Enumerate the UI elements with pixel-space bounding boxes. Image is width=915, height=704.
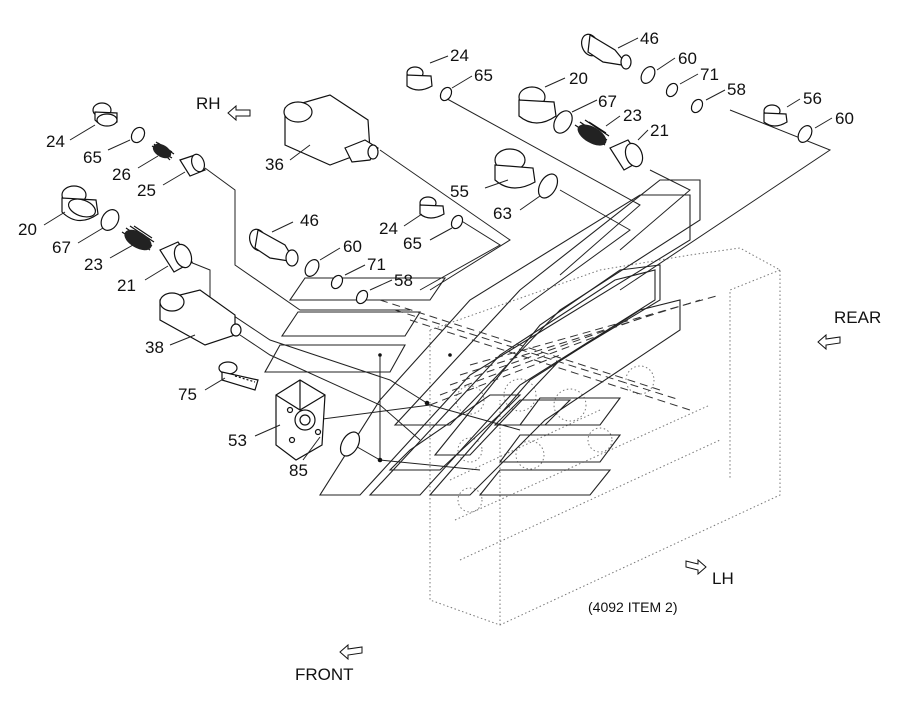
part-label-46: 46 <box>300 211 319 230</box>
direction-label-lh: LH <box>712 569 734 588</box>
part-label-60: 60 <box>835 109 854 128</box>
part-label-60: 60 <box>678 49 697 68</box>
plug-24-top <box>406 66 433 91</box>
direction-lh: LH <box>685 558 734 588</box>
o-ring-71-lower <box>330 274 344 290</box>
plug-56 <box>763 104 788 127</box>
part-number-labels: 24 65 26 25 20 67 23 21 38 75 53 85 36 4… <box>18 29 854 480</box>
part-label-24: 24 <box>46 132 65 151</box>
solenoid-46-lower <box>248 228 299 267</box>
plunger-21-left <box>159 241 193 273</box>
direction-rear: REAR <box>817 308 881 351</box>
plug-20-left <box>61 185 99 222</box>
solenoid-valve-38 <box>159 289 242 346</box>
plunger-21-right <box>609 139 644 171</box>
direction-label-rear: REAR <box>834 308 881 327</box>
direction-label-front: FRONT <box>295 665 354 684</box>
spring-23-right <box>574 119 610 146</box>
connection-leader-lines <box>189 94 832 471</box>
spring-23-left <box>121 225 155 251</box>
part-label-67: 67 <box>52 238 71 257</box>
part-label-55: 55 <box>450 182 469 201</box>
reference-note: (4092 ITEM 2) <box>588 599 677 615</box>
part-label-58: 58 <box>394 271 413 290</box>
part-label-71: 71 <box>700 65 719 84</box>
o-ring-60-lower <box>304 259 320 277</box>
solenoid-46-upper <box>580 33 632 70</box>
o-ring-60-right <box>797 125 813 143</box>
part-label-38: 38 <box>145 338 164 357</box>
part-label-67: 67 <box>598 92 617 111</box>
part-label-26: 26 <box>112 165 131 184</box>
part-label-85: 85 <box>289 461 308 480</box>
part-label-23: 23 <box>623 106 642 125</box>
o-ring-67-right <box>553 110 573 134</box>
arrow-icon <box>685 558 707 576</box>
part-label-23: 23 <box>84 255 103 274</box>
part-label-46: 46 <box>640 29 659 48</box>
o-ring-58-upper <box>690 98 704 114</box>
part-label-75: 75 <box>178 385 197 404</box>
o-ring-85 <box>339 431 361 457</box>
part-label-24: 24 <box>379 219 398 238</box>
part-label-65: 65 <box>83 148 102 167</box>
o-ring-58-lower <box>355 289 369 305</box>
o-ring-63 <box>537 173 559 199</box>
plug-20-right <box>518 86 557 124</box>
o-ring-65-left <box>130 126 146 144</box>
arrow-icon <box>817 333 841 351</box>
o-ring-60-upper <box>640 66 656 84</box>
bolt-75 <box>218 361 259 391</box>
spring-26 <box>151 141 175 161</box>
part-label-58: 58 <box>727 80 746 99</box>
o-ring-71-upper <box>665 82 679 98</box>
part-label-25: 25 <box>137 181 156 200</box>
part-label-20: 20 <box>18 220 37 239</box>
part-label-21: 21 <box>650 121 669 140</box>
hidden-passage-lines <box>379 294 721 411</box>
valve-body-housing <box>429 247 781 626</box>
plug-24-center <box>419 196 445 219</box>
part-label-71: 71 <box>367 255 386 274</box>
o-ring-65-center <box>450 214 464 230</box>
port-passages <box>264 179 701 496</box>
part-label-21: 21 <box>117 276 136 295</box>
arrow-icon <box>339 643 363 661</box>
part-label-60: 60 <box>343 237 362 256</box>
o-ring-65-top <box>439 86 453 102</box>
direction-front: FRONT <box>295 643 363 684</box>
plug-55 <box>494 148 536 189</box>
callout-leaders <box>43 37 833 461</box>
direction-label-rh: RH <box>196 94 221 113</box>
part-label-56: 56 <box>803 89 822 108</box>
part-label-36: 36 <box>265 155 284 174</box>
direction-rh: RH <box>196 94 251 122</box>
o-ring-67-left <box>100 209 120 231</box>
part-label-65: 65 <box>403 234 422 253</box>
part-label-65: 65 <box>474 66 493 85</box>
arrow-icon <box>227 104 251 122</box>
plug-24-left <box>92 102 118 127</box>
flange-53 <box>275 379 326 461</box>
part-label-53: 53 <box>228 431 247 450</box>
part-label-24: 24 <box>450 46 469 65</box>
plunger-25 <box>179 153 206 177</box>
part-label-63: 63 <box>493 204 512 223</box>
part-label-20: 20 <box>569 69 588 88</box>
